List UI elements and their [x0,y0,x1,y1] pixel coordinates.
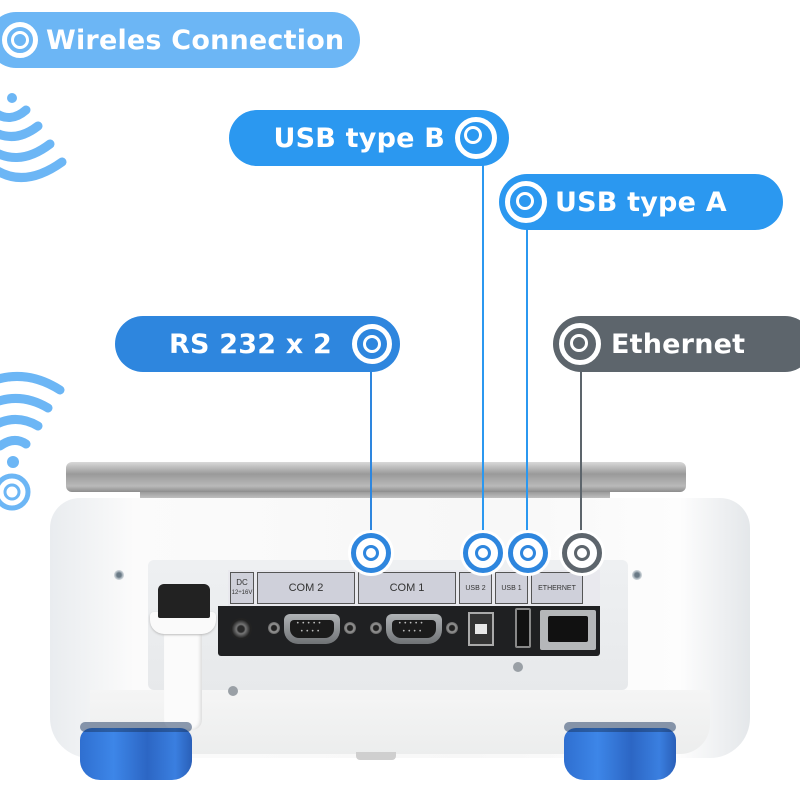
com2-db9-port [284,614,340,644]
usb-a-leader-line [526,228,528,532]
target-ring-icon [505,181,547,223]
wifi-signal-icon-side [0,372,65,511]
standoff-screw [268,622,280,634]
port-label-strip: DC 12÷16V COM 2 COM 1 USB 2 USB 1 ETHERN… [228,570,600,606]
usb-type-b-callout: USB type B [229,110,509,166]
ethernet-leader-line [580,370,582,532]
wireless-connection-callout: Wireles Connection [0,12,360,68]
ethernet-callout: Ethernet [553,316,800,372]
target-ring-icon [455,117,497,159]
standoff-screw [446,622,458,634]
wifi-signal-icon [0,93,67,182]
ethernet-label: Ethernet [611,328,746,360]
indicator-dot [228,686,238,696]
usb-type-a-label: USB type A [555,186,727,218]
cable-holder-stem [164,630,202,730]
dc-port-label: DC 12÷16V [230,572,254,604]
weighing-platter [66,462,686,492]
usb-a-port-marker [508,533,548,573]
target-ring-icon [352,324,392,364]
standoff-screw [370,622,382,634]
leveling-foot-right [564,722,676,780]
target-ring-icon [2,22,38,58]
usb-b-port-marker [463,533,503,573]
usb-type-b-port [468,612,494,646]
ethernet-rj45-port [540,610,596,650]
connector-panel [218,606,600,656]
usb2-port-label: USB 2 [459,572,492,604]
rs232-port-marker [351,533,391,573]
com1-db9-port [386,614,442,644]
leveling-foot-left [80,722,192,780]
usb-b-leader-line [482,164,484,532]
usb1-port-label: USB 1 [495,572,528,604]
dc-voltage-text: 12÷16V [231,590,253,596]
wireless-connection-label: Wireles Connection [46,24,345,56]
screw-icon [114,570,124,580]
ethernet-port-label: ETHERNET [531,572,583,604]
target-ring-icon [559,323,601,365]
standoff-screw [344,622,356,634]
ethernet-port-marker [562,533,602,573]
bottom-tab [356,752,396,760]
usb-type-b-label: USB type B [273,122,445,154]
rs232-label: RS 232 x 2 [169,328,332,360]
screw-icon [632,570,642,580]
rs232-leader-line [370,370,372,532]
usb-type-a-callout: USB type A [499,174,783,230]
cable-holder-cap [158,584,210,618]
indicator-dot [513,662,523,672]
com2-port-label: COM 2 [257,572,355,604]
dc-power-jack [230,618,252,640]
rs232-callout: RS 232 x 2 [115,316,400,372]
usb-type-a-port [515,608,531,648]
com1-port-label: COM 1 [358,572,456,604]
dc-label-text: DC [236,578,248,587]
